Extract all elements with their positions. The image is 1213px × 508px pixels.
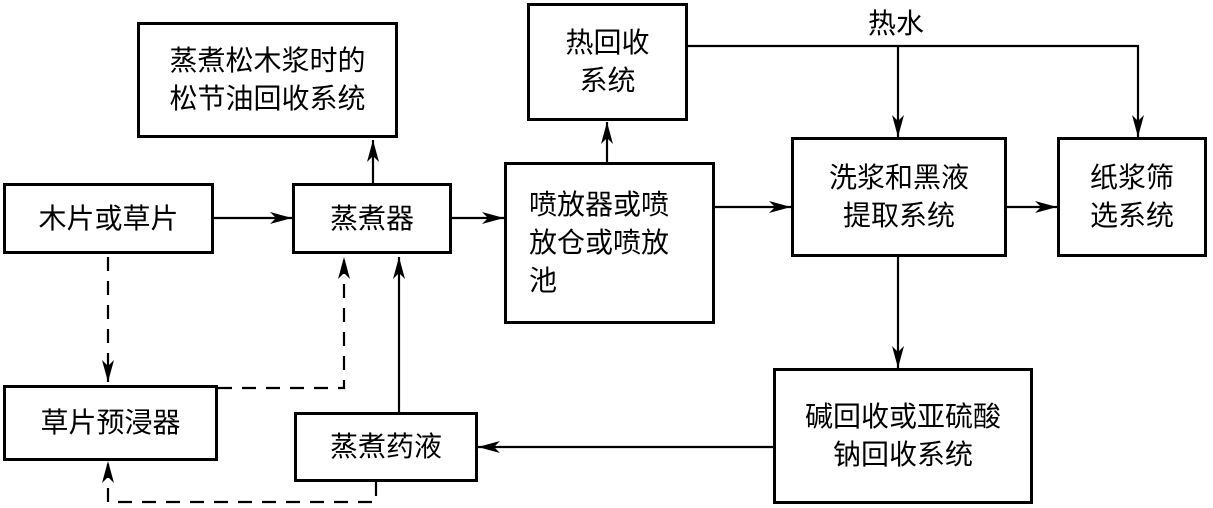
node-blow-tank-label: 喷放器或喷 放仓或喷放 池 <box>529 188 670 297</box>
node-chemical-recovery: 碱回收或亚硫酸 钠回收系统 <box>773 368 1033 504</box>
node-wood-chips: 木片或草片 <box>3 183 214 254</box>
node-heat-recovery-label: 热回收 系统 <box>565 26 650 97</box>
node-wood-chips-label: 木片或草片 <box>38 201 179 235</box>
node-cooking-liquor: 蒸煮药液 <box>294 412 478 482</box>
node-blow-tank: 喷放器或喷 放仓或喷放 池 <box>504 162 715 324</box>
node-heat-recovery: 热回收 系统 <box>527 3 688 121</box>
dashed-presoak-to-digester <box>218 257 350 390</box>
node-screening-label: 纸浆筛 选系统 <box>1089 161 1174 232</box>
node-washing: 洗浆和黑液 提取系统 <box>791 137 1007 257</box>
dashed-liquor-to-presoak <box>102 461 378 504</box>
node-digester-label: 蒸煮器 <box>329 201 414 235</box>
node-digester: 蒸煮器 <box>292 183 452 254</box>
hot-water-line <box>687 44 1144 137</box>
node-straw-presoak-label: 草片预浸器 <box>40 406 181 439</box>
node-turpentine-recovery: 蒸煮松木浆时的 松节油回收系统 <box>137 22 398 138</box>
node-cooking-liquor-label: 蒸煮药液 <box>329 430 442 463</box>
node-screening: 纸浆筛 选系统 <box>1057 137 1207 257</box>
node-washing-label: 洗浆和黑液 提取系统 <box>828 161 969 232</box>
node-chemical-recovery-label: 碱回收或亚硫酸 钠回收系统 <box>804 400 1001 471</box>
node-straw-presoak: 草片预浸器 <box>3 385 218 461</box>
node-turpentine-recovery-label: 蒸煮松木浆时的 松节油回收系统 <box>169 44 366 115</box>
hot-water-label: 热水 <box>868 7 925 40</box>
